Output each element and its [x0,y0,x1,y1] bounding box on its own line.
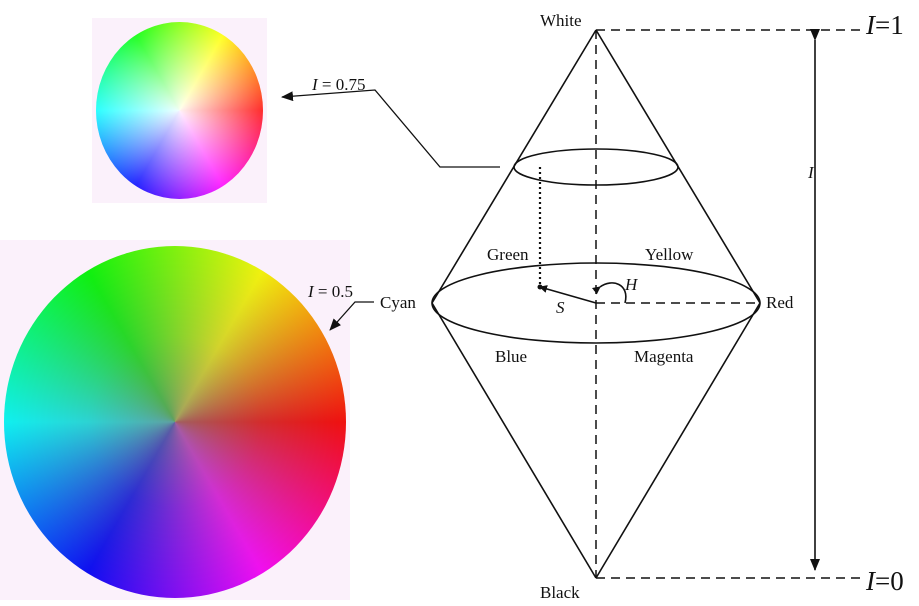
label-blue: Blue [495,347,527,366]
leader-line-05 [329,301,374,331]
label-white: White [540,11,582,30]
hue-arc [591,282,627,304]
color-wheel-intensity-075 [96,22,263,199]
color-wheel-intensity-05 [4,246,346,598]
label-saturation: S [556,298,565,317]
label-green: Green [487,245,529,264]
label-hue: H [624,275,639,294]
label-intensity-top: I=1 [865,10,904,40]
wheel-panel-075 [92,18,267,203]
saturation-point [537,284,543,290]
cone-edge-lower-right [595,302,761,579]
label-yellow: Yellow [645,245,694,264]
leader-line-075 [281,89,500,168]
wheel-panel-05 [0,240,350,600]
label-black: Black [540,583,580,602]
label-magenta: Magenta [634,347,694,366]
label-red: Red [766,293,794,312]
saturation-vector [539,285,597,304]
cone-edge-lower-left [431,302,597,579]
label-intensity-bottom: I=0 [865,566,904,596]
label-wheel-075: I = 0.75 [311,75,366,94]
label-intensity-axis: I [807,163,815,182]
label-wheel-05: I = 0.5 [307,282,353,301]
label-cyan: Cyan [380,293,416,312]
